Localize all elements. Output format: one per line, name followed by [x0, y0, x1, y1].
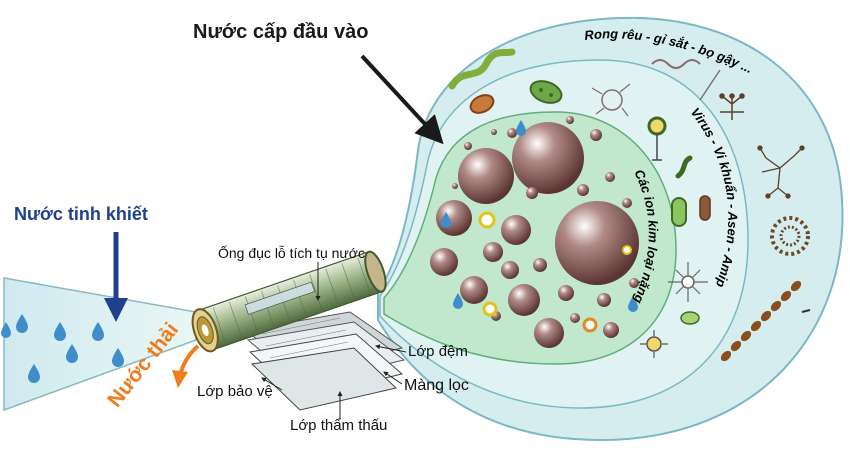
- heavy-metal-ions: [430, 116, 639, 348]
- pure-water-cone: [1, 277, 197, 412]
- ion-particle-icon: [570, 313, 580, 323]
- pure-water-label: Nước tinh khiết: [14, 204, 148, 224]
- pure-water-arrow: [104, 232, 128, 322]
- ion-particle-icon: [508, 284, 540, 316]
- ion-particle-icon: [460, 276, 488, 304]
- ion-particle-icon: [501, 215, 531, 245]
- virus-icon: [640, 330, 668, 358]
- worm-icon: [448, 48, 516, 90]
- water-drop-icon: [441, 212, 451, 228]
- buffer-layer-label: Lớp đệm: [408, 343, 468, 360]
- ion-particle-icon: [582, 317, 598, 333]
- water-drop-icon: [453, 293, 463, 309]
- water-drop-icon: [92, 322, 104, 341]
- ion-particle-icon: [482, 301, 498, 317]
- ion-particle-icon: [603, 322, 619, 338]
- bacteria-icon: [529, 80, 563, 104]
- ion-particle-icon: [555, 201, 639, 285]
- worm-icon: [651, 59, 701, 69]
- ion-particle-icon: [622, 245, 632, 255]
- perforated-tube-label: Ống đục lỗ tích tụ nước: [218, 245, 365, 261]
- feed-water-drops: [441, 120, 638, 312]
- membrane-layers: [243, 311, 406, 411]
- bacteria-icon: [469, 94, 495, 114]
- virus-icon: [647, 116, 667, 161]
- bacteria-icon: [675, 155, 693, 179]
- water-drop-icon: [54, 322, 66, 341]
- ion-particle-icon: [512, 122, 584, 194]
- ion-particle-icon: [501, 261, 519, 279]
- ion-particle-icon: [605, 172, 615, 182]
- ion-particle-icon: [629, 278, 639, 288]
- ion-particle-icon: [597, 293, 611, 307]
- ion-particle-icon: [478, 211, 496, 229]
- ion-particle-icon: [507, 128, 517, 138]
- water-drop-icon: [28, 364, 40, 383]
- ion-particle-icon: [534, 318, 564, 348]
- virus-icon: [591, 83, 631, 117]
- ion-particle-icon: [526, 187, 538, 199]
- algae-and-worms: [448, 48, 811, 362]
- algae-icon: [757, 145, 805, 199]
- worm-icon: [699, 69, 721, 101]
- worm-icon: [801, 309, 811, 313]
- algae-icon: [770, 216, 810, 256]
- ion-particle-icon: [577, 184, 589, 196]
- ion-particle-icon: [483, 242, 503, 262]
- ion-particle-icon: [533, 258, 547, 272]
- ion-particle-icon: [430, 248, 458, 276]
- waste-water-arrow: [172, 344, 200, 388]
- bacteria-icon: [680, 311, 700, 325]
- water-drop-icon: [16, 314, 28, 333]
- feed-water-arrow: [360, 54, 444, 145]
- ion-particle-icon: [590, 129, 602, 141]
- bacteria-icon: [671, 197, 687, 227]
- membrane-cylinder: [191, 250, 387, 353]
- protective-layer-label: Lớp bảo vệ: [197, 383, 273, 400]
- leader-lines: [261, 262, 407, 418]
- water-drop-icon: [516, 120, 526, 136]
- membrane-cartridge: [191, 250, 406, 411]
- ion-particle-icon: [491, 129, 497, 135]
- virus-icon: [668, 262, 708, 302]
- water-drop-icon: [628, 296, 638, 312]
- algae-icon: [720, 280, 802, 362]
- ion-particle-icon: [464, 142, 472, 150]
- water-drop-icon: [1, 322, 11, 338]
- feed-water-label: Nước cấp đầu vào: [193, 21, 369, 43]
- ion-particle-icon: [458, 148, 514, 204]
- ion-particle-icon: [452, 183, 458, 189]
- algae-icon: [719, 93, 745, 120]
- ion-particle-icon: [436, 200, 472, 236]
- water-drop-icon: [66, 344, 78, 363]
- water-drop-icon: [112, 348, 124, 367]
- microorganisms: [469, 80, 711, 358]
- ion-particle-icon: [558, 285, 574, 301]
- permeate-layer-label: Lớp thẩm thấu: [290, 417, 388, 434]
- ion-particle-icon: [622, 198, 632, 208]
- filter-membrane-label: Màng lọc: [404, 377, 469, 394]
- ion-particle-icon: [566, 116, 574, 124]
- bacteria-icon: [699, 195, 711, 221]
